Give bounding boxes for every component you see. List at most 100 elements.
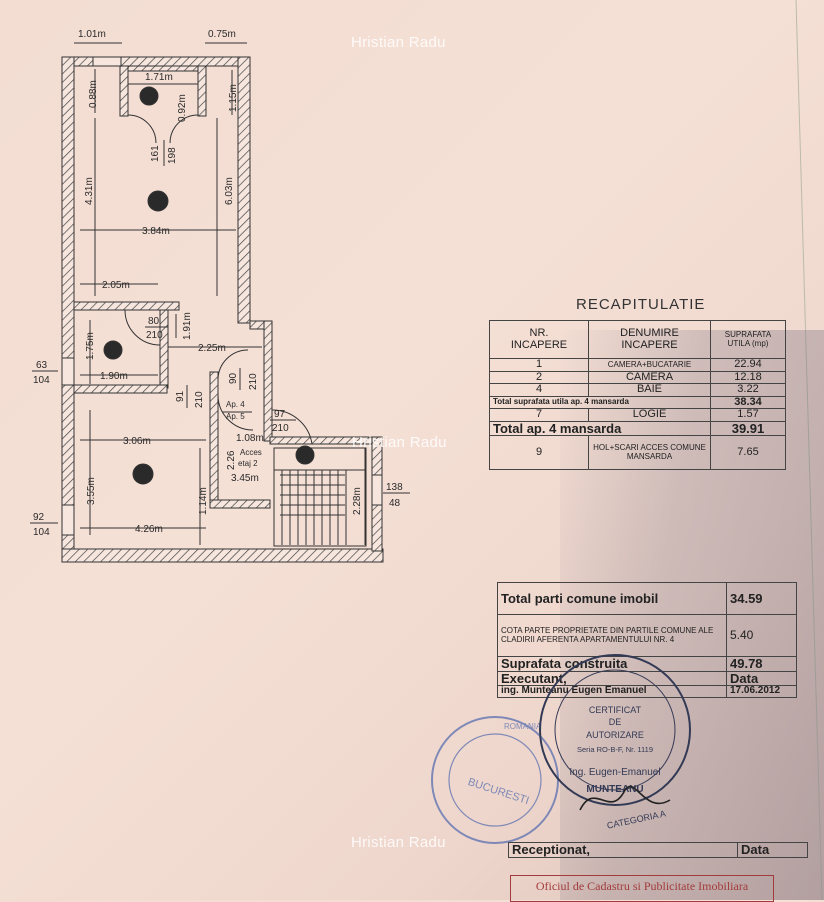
door-210d: 210 [272, 423, 289, 434]
dim-114: 1.14m [198, 487, 209, 515]
row-nr: 1 [489, 358, 589, 372]
oficiu-stamp: Oficiul de Cadastru si Publicitate Imobi… [510, 875, 774, 902]
door-210b: 210 [248, 373, 259, 390]
room-number-2: 2 [139, 467, 146, 482]
paper-edge-line [795, 0, 823, 900]
win-104a: 104 [33, 375, 50, 386]
receptionat-label: Receptionat, [508, 842, 738, 858]
dim-306: 3.06m [123, 436, 151, 447]
reception-data-label: Data [737, 842, 808, 858]
row-area: 22.94 [710, 358, 786, 372]
executant-label: Executant, [497, 670, 727, 687]
header-denumire: DENUMIRE INCAPERE [588, 320, 711, 359]
dim-355: 3.55m [86, 477, 97, 505]
total-ap-value: 39.91 [710, 420, 786, 437]
door-161: 161 [150, 145, 161, 162]
door-210c: 210 [194, 391, 205, 408]
dim-115: 1.15m [228, 84, 239, 112]
cota-value: 5.40 [726, 614, 797, 657]
row-area: 3.22 [710, 383, 786, 397]
header-nr: NR. INCAPERE [489, 320, 589, 359]
dim-228: 2.28m [352, 487, 363, 515]
dim-345: 3.45m [231, 473, 259, 484]
round-stamp-authorization: CERTIFICAT DE AUTORIZARE Seria RO-B-F, N… [539, 654, 691, 831]
win-63: 63 [36, 360, 48, 371]
dim-603: 6.03m [224, 177, 235, 205]
dim-171: 1.71m [145, 72, 173, 83]
engineer-name: ing. Munteanu Eugen Emanuel [497, 685, 727, 698]
total-utila-row: Total suprafata utila ap. 4 mansarda 38.… [489, 395, 786, 410]
recap-header-row: NR. INCAPERE DENUMIRE INCAPERE SUPRAFATA… [489, 320, 786, 359]
engineer-date: 17.06.2012 [726, 685, 797, 698]
dim-top-right: 0.75m [208, 29, 236, 40]
label-etaj2: etaj 2 [238, 459, 258, 468]
door-91: 91 [175, 390, 186, 402]
row-nr: 7 [489, 408, 589, 422]
row-area: 12.18 [710, 370, 786, 385]
room-number-7: 7 [145, 89, 152, 104]
dim-108: 1.08m [236, 433, 264, 444]
signature [579, 785, 671, 811]
dim-431: 4.31m [84, 177, 95, 205]
dimension-lines [74, 42, 366, 545]
row-nr: 2 [489, 370, 589, 385]
construita-row: Suprafata construita 49.78 [497, 656, 797, 672]
construita-value: 49.78 [726, 656, 797, 672]
door-80: 80 [148, 316, 160, 327]
dim-top-left: 1.01m [78, 29, 106, 40]
reception-table: Receptionat, Data [508, 842, 808, 858]
room-number-1: 1 [154, 194, 161, 209]
header-suprafata: SUPRAFATA UTILA (mp) [710, 320, 786, 359]
label-acces: Acces [240, 448, 262, 457]
table-row: 2 CAMERA 12.18 [489, 370, 786, 385]
engineer-row: ing. Munteanu Eugen Emanuel 17.06.2012 [497, 685, 797, 698]
stamp-l1: CERTIFICAT [589, 705, 642, 715]
total-utila-value: 38.34 [710, 395, 786, 410]
table-row: 7 LOGIE 1.57 [489, 408, 786, 422]
row-name: CAMERA+BUCATARIE [588, 358, 711, 372]
table-row: 9 HOL+SCARI ACCES COMUNE MANSARDA 7.65 [489, 435, 786, 471]
dim-092: 0.92m [177, 94, 188, 122]
data-label: Data [726, 670, 797, 687]
recap-table: NR. INCAPERE DENUMIRE INCAPERE SUPRAFATA… [489, 320, 786, 471]
door-90: 90 [228, 372, 239, 384]
table-row: 4 BAIE 3.22 [489, 383, 786, 397]
watermark-middle: Hristian Radu [352, 434, 447, 451]
door-198: 198 [167, 147, 178, 164]
construita-label: Suprafata construita [497, 656, 727, 672]
watermark-bottom: Hristian Radu [351, 834, 446, 851]
row-area: 7.65 [710, 435, 786, 471]
dim-225: 2.25m [198, 343, 226, 354]
window-marks [61, 56, 383, 536]
dim-384: 3.84m [142, 226, 170, 237]
executant-row: Executant, Data [497, 670, 797, 687]
win-138: 138 [386, 482, 403, 493]
stamp-l2: DE [609, 717, 622, 727]
round-stamp-blue: BUCURESTI ROMANIA [431, 716, 559, 844]
watermark-top: Hristian Radu [351, 34, 446, 51]
door-swings [124, 114, 313, 445]
walls [61, 56, 384, 563]
stamp-l4: Seria RO-B-F, Nr. 1119 [577, 745, 653, 754]
row-name: BAIE [588, 383, 711, 397]
room-number-4: 4 [109, 343, 116, 358]
row-nr: 4 [489, 383, 589, 397]
parti-comune-label: Total parti comune imobil [497, 582, 727, 615]
label-ap4: Ap. 4 [226, 400, 245, 409]
row-name: CAMERA [588, 370, 711, 385]
door-97: 97 [274, 409, 286, 420]
stamp-l6: MUNTEANU [586, 784, 643, 795]
parti-comune-row: Total parti comune imobil 34.59 [497, 582, 797, 615]
row-area: 1.57 [710, 408, 786, 422]
stamp-l7: CATEGORIA A [606, 808, 667, 830]
parti-comune-value: 34.59 [726, 582, 797, 615]
dim-175: 1.75m [85, 332, 96, 360]
total-ap-label: Total ap. 4 mansarda [489, 420, 711, 437]
reception-row: Receptionat, Data [508, 842, 808, 858]
table-row: 1 CAMERA+BUCATARIE 22.94 [489, 358, 786, 372]
blue-stamp-city: BUCURESTI [466, 776, 530, 807]
dim-191: 1.91m [182, 312, 193, 340]
dim-226: 2.26 [226, 450, 237, 470]
stamp-l5: Ing. Eugen-Emanuel [569, 767, 660, 778]
